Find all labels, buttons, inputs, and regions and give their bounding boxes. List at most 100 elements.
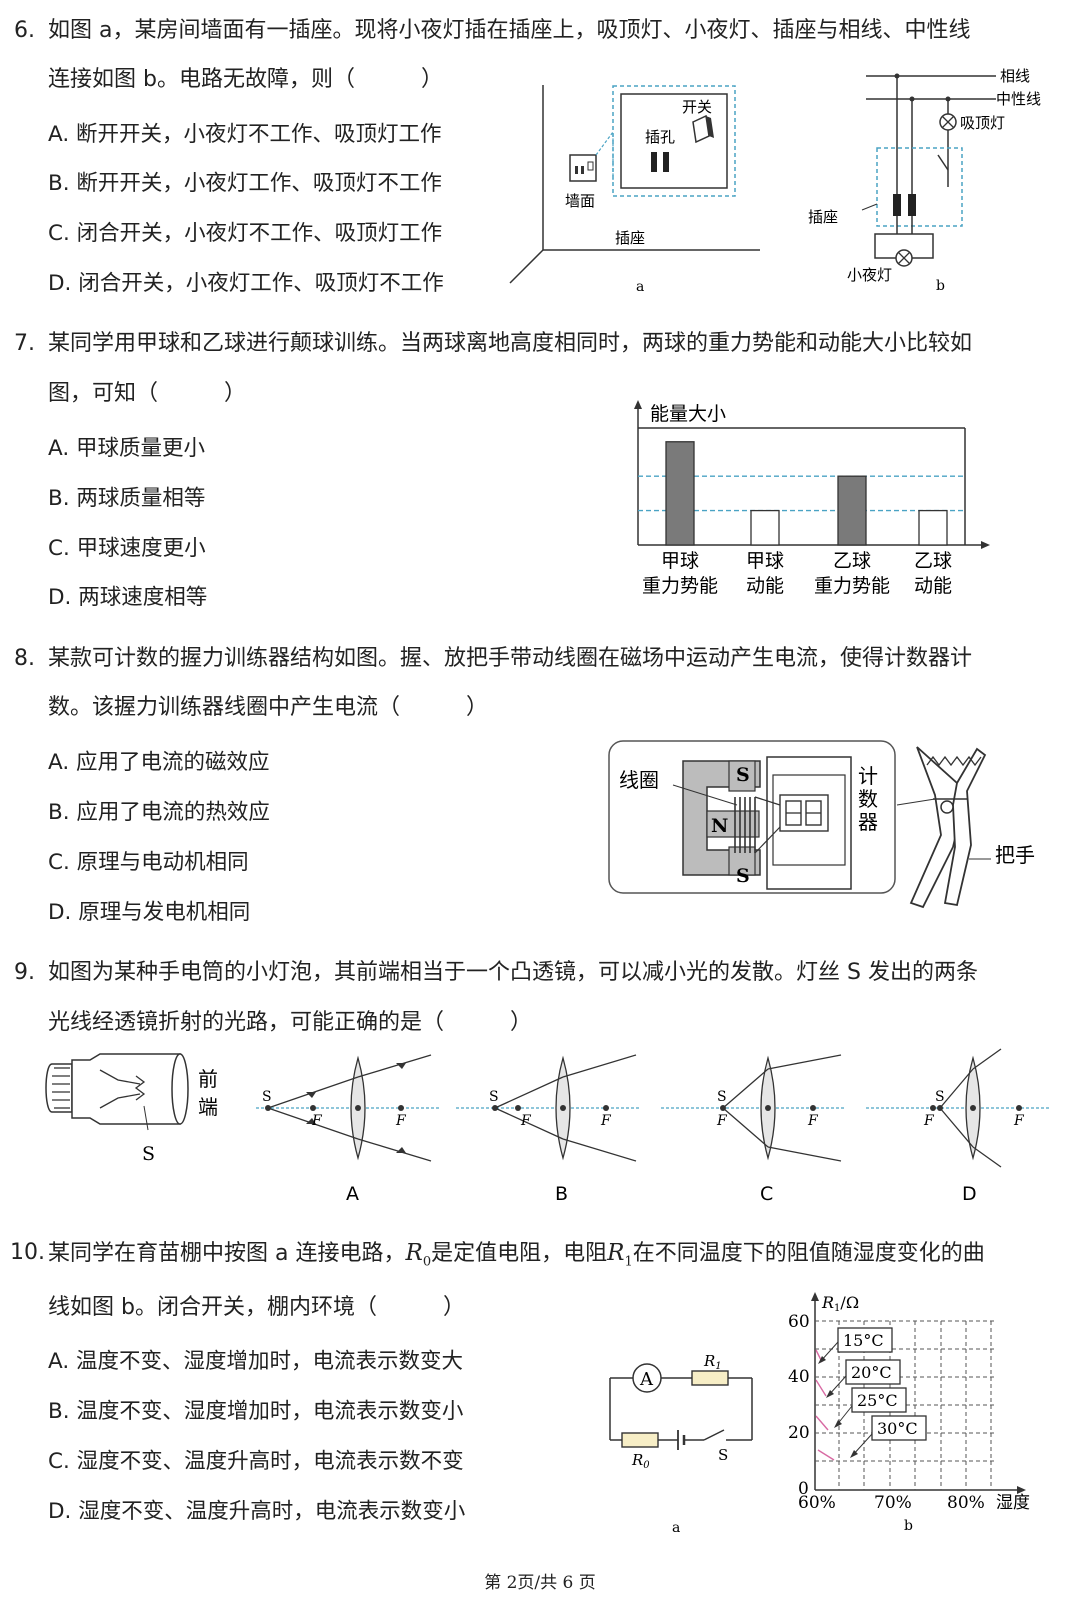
- q10-number: 10.: [10, 1240, 45, 1265]
- q9b-f2: F: [600, 1113, 612, 1129]
- q9b-f1: F: [520, 1113, 532, 1129]
- q6-option-c: C. 闭合开关，小夜灯不工作、吸顶灯工作: [48, 221, 443, 246]
- chart-bar-2: [837, 475, 867, 546]
- q10-r0-symbol: R: [405, 1240, 423, 1266]
- q10-stem-line2: 线如图 b。闭合开关，棚内环境（ ）: [48, 1295, 465, 1320]
- chart-category-label-3-0: 乙球: [914, 550, 952, 572]
- q9-bulb-front-2: 端: [198, 1095, 218, 1119]
- q10-circuit-r1: R1: [703, 1352, 722, 1372]
- q10-circuit-r0-symbol: R: [631, 1451, 643, 1469]
- chart-bar-1: [750, 509, 780, 546]
- q9-stem-line1: 如图为某种手电筒的小灯泡，其前端相当于一个凸透镜，可以减小光的发散。灯丝 S 发…: [48, 960, 978, 985]
- q6-option-a: A. 断开开关，小夜灯不工作、吸顶灯工作: [48, 122, 442, 147]
- q10-stem-part3: 在不同温度下的阻值随湿度变化的曲: [632, 1241, 985, 1266]
- q8-grip-trainer-figure: S N S 线圈 计 数 器 把手: [608, 740, 1035, 909]
- q10-r1-symbol: R: [607, 1240, 625, 1266]
- q10-option-c: C. 湿度不变、温度升高时，电流表示数不变: [48, 1449, 464, 1474]
- chart-category-label-0-0: 甲球: [661, 550, 699, 572]
- graph-ytick-40: 40: [788, 1367, 810, 1387]
- chart-category-label-0-1: 重力势能: [642, 575, 718, 597]
- q10-circuit-r1-sub: 1: [715, 1361, 721, 1372]
- q9-diagram-c: S F F C: [661, 1054, 846, 1205]
- q6-stem-line1: 如图 a，某房间墙面有一插座。现将小夜灯插在插座上，吸顶灯、小夜灯、插座与相线、…: [48, 18, 971, 43]
- q9c-caption: C: [760, 1183, 773, 1205]
- q8-label-counter-1: 计: [858, 764, 878, 788]
- q10-circuit-r0-sub: 0: [643, 1460, 650, 1471]
- q10-r0-sub: 0: [422, 1254, 432, 1270]
- q8-number: 8.: [14, 646, 35, 671]
- q9c-s: S: [717, 1089, 727, 1105]
- q8-option-b: B. 应用了电流的热效应: [48, 800, 270, 825]
- q9d-f2: F: [1013, 1113, 1025, 1129]
- q6-option-d: D. 闭合开关，小夜灯工作、吸顶灯不工作: [48, 271, 444, 296]
- q6b-label-live: 相线: [1000, 67, 1030, 85]
- q9d-s: S: [935, 1089, 945, 1105]
- q10-option-b: B. 温度不变、湿度增加时，电流表示数变小: [48, 1399, 464, 1424]
- q6b-label-socket: 插座: [808, 208, 838, 226]
- q10-option-d: D. 湿度不变、温度升高时，电流表示数变小: [48, 1499, 466, 1524]
- q9-stem-line2: 光线经透镜折射的光路，可能正确的是（ ）: [48, 1010, 533, 1035]
- q6a-label-switch: 开关: [682, 98, 712, 116]
- q10-r1-sub: 1: [624, 1254, 633, 1270]
- q10-circuit-r0: R0: [631, 1451, 650, 1471]
- q10-circuit-switch: S: [718, 1446, 728, 1464]
- q6b-label-neutral: 中性线: [996, 90, 1041, 108]
- q8-magnet-s-top: S: [736, 764, 750, 786]
- q6a-caption: a: [636, 279, 644, 295]
- graph-label-30c: 30°C: [877, 1419, 918, 1438]
- page-footer: 第 2页/共 6 页: [484, 1573, 596, 1593]
- q7-option-c: C. 甲球速度更小: [48, 536, 206, 561]
- q6-number: 6.: [14, 18, 35, 43]
- chart-bar-0: [665, 441, 695, 546]
- q7-option-d: D. 两球速度相等: [48, 585, 208, 610]
- graph-xtick-80: 80%: [947, 1493, 985, 1513]
- q9-diagram-b: S F F B: [456, 1054, 641, 1205]
- q7-stem-line2: 图，可知（ ）: [48, 381, 247, 406]
- q6-figure-b: 相线 中性线 吸顶灯 插座 小夜灯 b: [808, 67, 1041, 294]
- q8-stem-line2: 数。该握力训练器线圈中产生电流（ ）: [48, 695, 489, 720]
- q10-circuit-caption: a: [672, 1520, 680, 1536]
- q9a-f1: F: [311, 1113, 323, 1129]
- graph-ylabel-unit: /Ω: [840, 1293, 859, 1312]
- q6a-label-hole: 插孔: [645, 128, 675, 146]
- q8-option-a: A. 应用了电流的磁效应: [48, 750, 270, 775]
- q6-figure-a: 开关 插孔 墙面 插座 a: [509, 85, 760, 295]
- q10-ammeter-label: A: [639, 1369, 654, 1390]
- graph-ylabel: R1/Ω: [821, 1293, 859, 1314]
- q9-bulb-s: S: [142, 1143, 155, 1165]
- q7-option-b: B. 两球质量相等: [48, 486, 206, 511]
- q9a-s: S: [262, 1089, 272, 1105]
- graph-ytick-60: 60: [788, 1312, 810, 1332]
- q6a-label-socket: 插座: [615, 229, 645, 247]
- q8-label-coil: 线圈: [619, 768, 659, 792]
- q8-option-d: D. 原理与发电机相同: [48, 900, 251, 925]
- q9c-f1: F: [716, 1113, 728, 1129]
- chart-category-label-1-0: 甲球: [746, 550, 784, 572]
- q8-label-counter-2: 数: [858, 787, 878, 811]
- q9-number: 9.: [14, 960, 35, 985]
- q10-circuit-figure: A R1 R0 S a: [609, 1352, 753, 1536]
- graph-ytick-20: 20: [788, 1423, 810, 1443]
- chart-category-label-2-1: 重力势能: [814, 575, 890, 597]
- q8-magnet-n: N: [711, 815, 728, 837]
- q9-bulb-front-1: 前: [198, 1067, 218, 1091]
- chart-category-label-1-1: 动能: [746, 575, 784, 597]
- q6-stem-line2: 连接如图 b。电路无故障，则（ ）: [48, 67, 443, 92]
- graph-label-25c: 25°C: [857, 1391, 898, 1410]
- q10-stem-part2: 是定值电阻，电阻: [431, 1241, 608, 1266]
- q6-option-b: B. 断开开关，小夜灯工作、吸顶灯不工作: [48, 171, 442, 196]
- q9-diagram-a: S F F A: [256, 1054, 441, 1205]
- q10-stem-line1: 某同学在育苗棚中按图 a 连接电路，R0是定值电阻，电阻R1在不同温度下的阻值随…: [48, 1240, 985, 1275]
- q7-option-a: A. 甲球质量更小: [48, 436, 205, 461]
- q9a-f2: F: [395, 1113, 407, 1129]
- graph-xtick-70: 70%: [874, 1493, 912, 1513]
- q10-resistance-graph: R1/Ω 60 40 20 0 60% 70% 80% 湿度 15°C 20°C…: [788, 1292, 1030, 1534]
- graph-label-20c: 20°C: [851, 1363, 892, 1382]
- chart-category-label-2-0: 乙球: [833, 550, 871, 572]
- q8-option-c: C. 原理与电动机相同: [48, 850, 249, 875]
- q9c-f2: F: [807, 1113, 819, 1129]
- q6b-label-lamp: 吸顶灯: [960, 114, 1005, 132]
- graph-label-15c: 15°C: [843, 1331, 884, 1350]
- q9d-caption: D: [962, 1183, 977, 1205]
